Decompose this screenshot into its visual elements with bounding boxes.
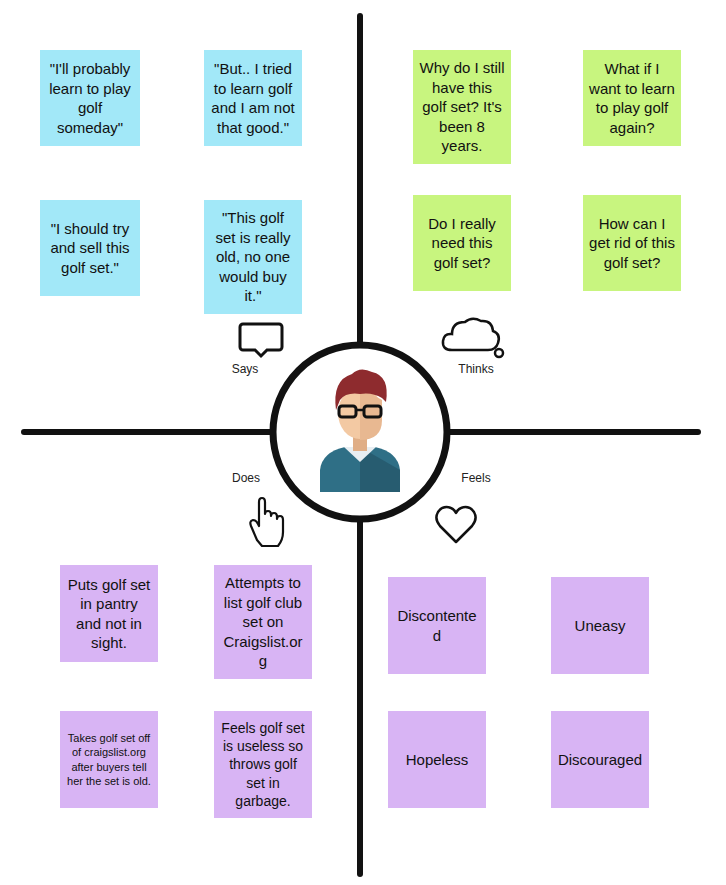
note-text: How can I get rid of this golf set?	[589, 214, 675, 273]
sticky-note: Feels golf set is useless so throws golf…	[214, 711, 312, 818]
note-text: What if I want to learn to play golf aga…	[589, 59, 675, 137]
note-text: Hopeless	[406, 750, 469, 770]
note-text: "I'll probably learn to play golf someda…	[46, 59, 134, 137]
sticky-note: "I should try and sell this golf set."	[40, 200, 140, 296]
does-icon	[250, 498, 283, 546]
note-text: Discouraged	[558, 750, 642, 770]
sticky-note: "I'll probably learn to play golf someda…	[40, 50, 140, 146]
note-text: "But.. I tried to learn golf and I am no…	[210, 59, 296, 137]
note-text: Feels golf set is useless so throws golf…	[220, 719, 306, 810]
sticky-note: Do I really need this golf set?	[413, 195, 511, 291]
persona-circle	[273, 345, 447, 519]
sticky-note: "But.. I tried to learn golf and I am no…	[204, 50, 302, 146]
note-text: Takes golf set off of craigslist.org aft…	[66, 731, 152, 788]
sticky-note: Why do I still have this golf set? It's …	[413, 50, 511, 164]
persona-figure	[320, 369, 400, 492]
sticky-note: Discontented	[388, 577, 486, 674]
sticky-note: Takes golf set off of craigslist.org aft…	[60, 711, 158, 808]
note-text: "This golf set is really old, no one wou…	[210, 208, 296, 306]
feels-icon	[436, 507, 475, 542]
sticky-note: Attempts to list golf club set on Craigs…	[214, 565, 312, 679]
quadrant-label: Says	[232, 362, 259, 376]
quadrant-label: Thinks	[458, 362, 493, 376]
note-text: Discontented	[394, 606, 480, 645]
note-text: Attempts to list golf club set on Craigs…	[220, 573, 306, 671]
sticky-note: Uneasy	[551, 577, 649, 674]
note-text: Uneasy	[575, 616, 626, 636]
sticky-note: How can I get rid of this golf set?	[583, 195, 681, 291]
thinks-icon	[443, 319, 503, 357]
note-text: Do I really need this golf set?	[419, 214, 505, 273]
note-text: Why do I still have this golf set? It's …	[419, 58, 505, 156]
sticky-note: Discouraged	[551, 711, 649, 808]
note-text: Puts golf set in pantry and not in sight…	[66, 575, 152, 653]
sticky-note: Hopeless	[388, 711, 486, 808]
quadrant-label: Does	[232, 471, 260, 485]
quadrant-label: Feels	[461, 471, 490, 485]
sticky-note: "This golf set is really old, no one wou…	[204, 200, 302, 314]
note-text: "I should try and sell this golf set."	[46, 219, 134, 278]
sticky-note: What if I want to learn to play golf aga…	[583, 50, 681, 146]
sticky-note: Puts golf set in pantry and not in sight…	[60, 565, 158, 662]
says-icon	[240, 324, 282, 356]
